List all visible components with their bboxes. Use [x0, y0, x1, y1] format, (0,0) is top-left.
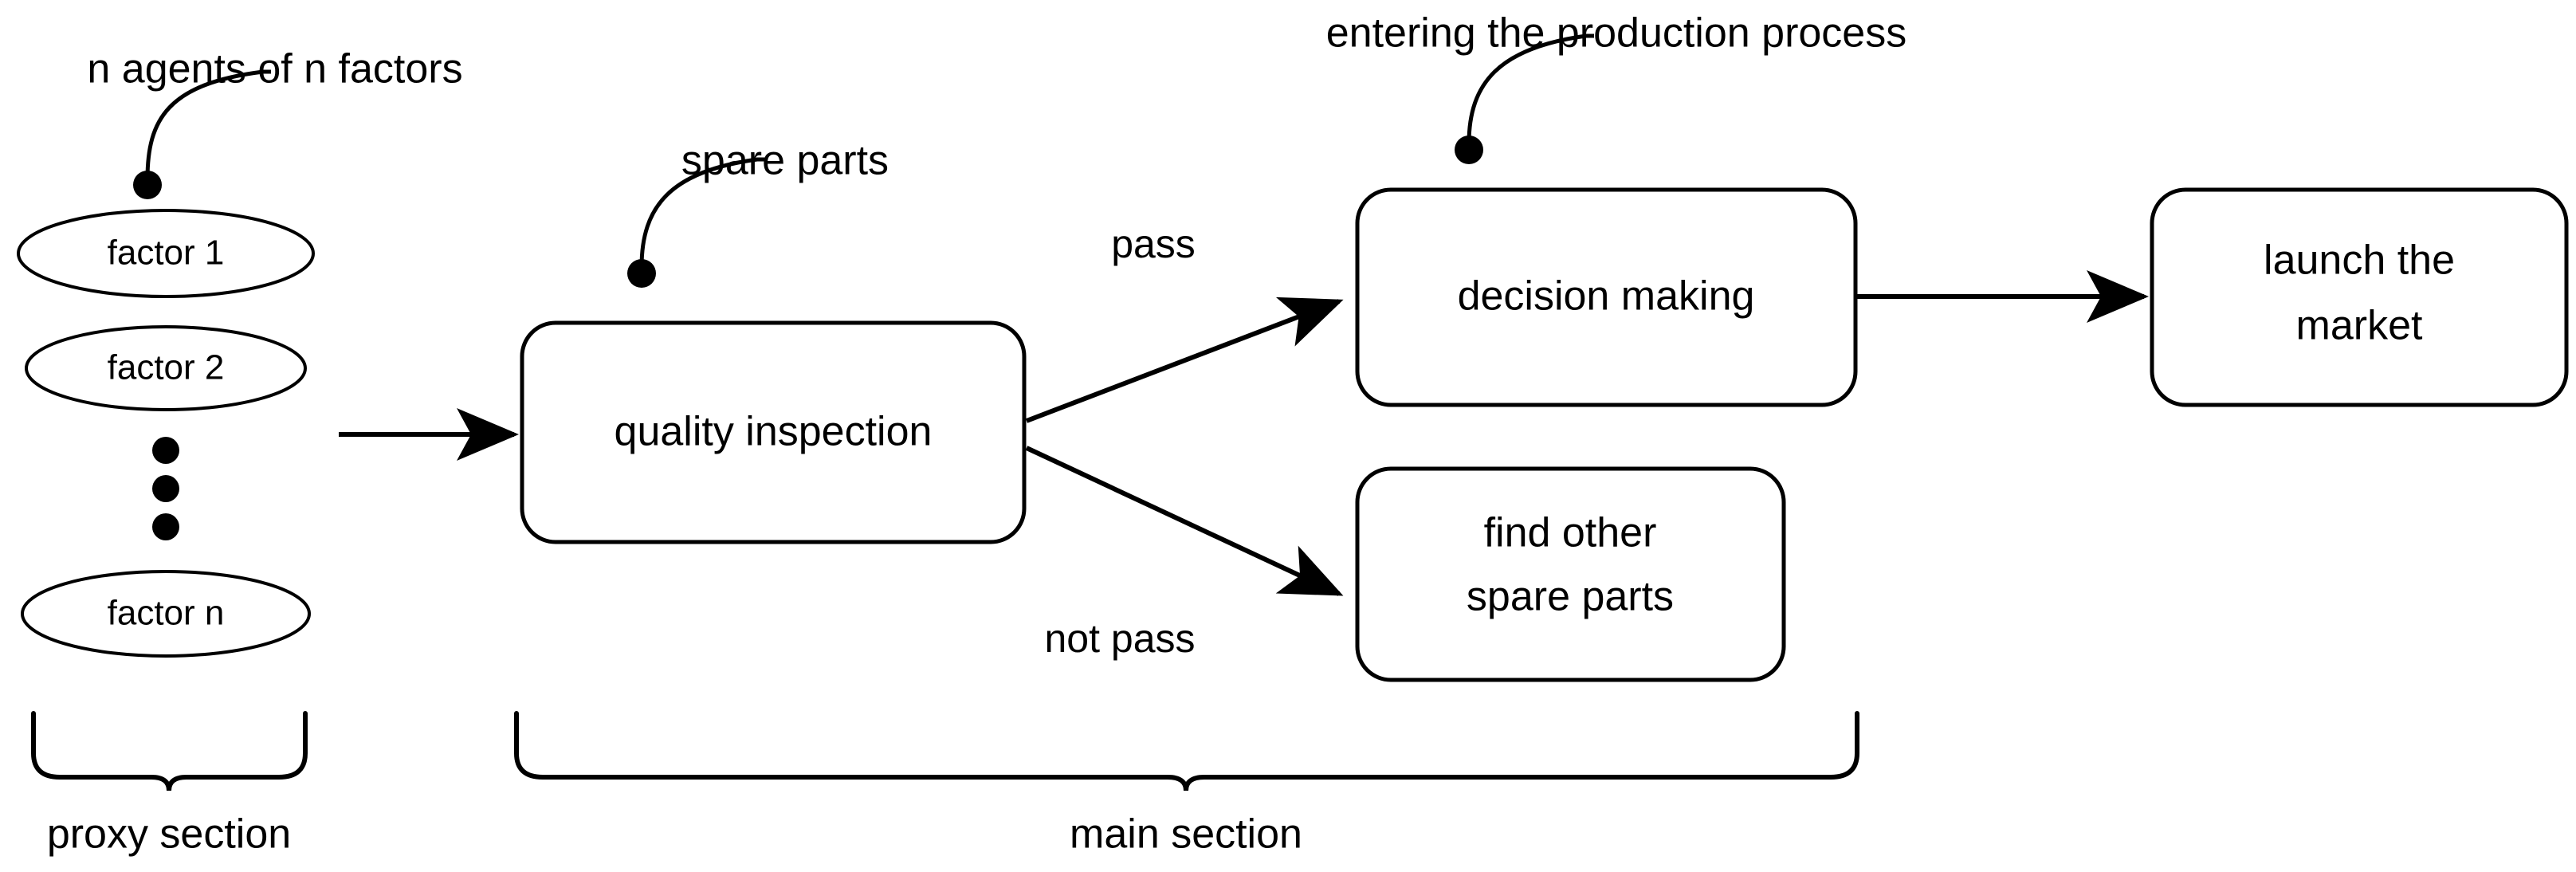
edge-quality-inspection-to-find-other-spare-parts [1025, 446, 1344, 596]
factor-n-ellipse[interactable] [21, 570, 311, 658]
decision-making-box[interactable] [1355, 187, 1858, 407]
find-other-spare-parts-node[interactable]: find other spare parts [1355, 466, 1786, 682]
edge-label-not-pass: not pass [1044, 616, 1195, 661]
factor-1-node[interactable]: factor 1 [17, 209, 315, 298]
find-other-spare-parts-label-line1: find other [1484, 510, 1657, 556]
decision-making-node[interactable]: decision making [1355, 187, 1858, 407]
callout-production-leader-line [1467, 33, 1594, 144]
proxy-section-label: proxy section [47, 811, 291, 858]
callout-factors-anchor-dot [133, 171, 162, 199]
find-other-spare-parts-label-line2: spare parts [1467, 574, 1674, 620]
main-section-brace [514, 711, 1859, 791]
callout-factors-label: n agents of n factors [87, 46, 462, 92]
callout-production-label: entering the production process [1326, 10, 1906, 57]
decision-making-label: decision making [1458, 273, 1755, 320]
launch-the-market-box[interactable] [2150, 187, 2569, 407]
callout-production-group: entering the production process [1326, 10, 1906, 164]
factor-2-label: factor 2 [108, 348, 225, 387]
callout-spare-parts-leader-line [639, 157, 765, 268]
main-section-brace-group: main section [514, 711, 1859, 858]
callout-spare-parts-anchor-dot [627, 259, 656, 288]
launch-the-market-node[interactable]: launch the market [2150, 187, 2569, 407]
quality-inspection-node[interactable]: quality inspection [520, 320, 1027, 544]
callout-spare-parts-label: spare parts [681, 138, 889, 184]
factors-vertical-ellipsis [152, 437, 179, 540]
factor-2-node[interactable]: factor 2 [25, 325, 307, 411]
main-section-label: main section [1070, 811, 1302, 858]
factor-n-node[interactable]: factor n [21, 570, 311, 658]
proxy-section-brace [31, 711, 308, 791]
edge-label-pass: pass [1111, 222, 1196, 266]
callout-factors-leader-line [145, 69, 271, 180]
launch-the-market-label-line2: market [2296, 303, 2423, 349]
factor-1-ellipse[interactable] [17, 209, 315, 298]
edge-quality-inspection-to-decision-making [1025, 297, 1344, 423]
callout-spare-parts-group: spare parts [627, 138, 889, 288]
quality-inspection-label: quality inspection [615, 409, 933, 455]
callout-factors-group: n agents of n factors [87, 46, 463, 199]
factor-1-label: factor 1 [108, 234, 225, 273]
ellipsis-dot-3 [152, 513, 179, 540]
launch-the-market-label-line1: launch the [2264, 238, 2455, 284]
proxy-section-brace-group: proxy section [31, 711, 308, 858]
quality-inspection-box[interactable] [520, 320, 1027, 544]
factor-2-ellipse[interactable] [25, 325, 307, 411]
ellipsis-dot-2 [152, 475, 179, 502]
ellipsis-dot-1 [152, 437, 179, 464]
callout-production-anchor-dot [1455, 136, 1483, 164]
find-other-spare-parts-box[interactable] [1355, 466, 1786, 682]
factor-n-label: factor n [108, 594, 225, 633]
